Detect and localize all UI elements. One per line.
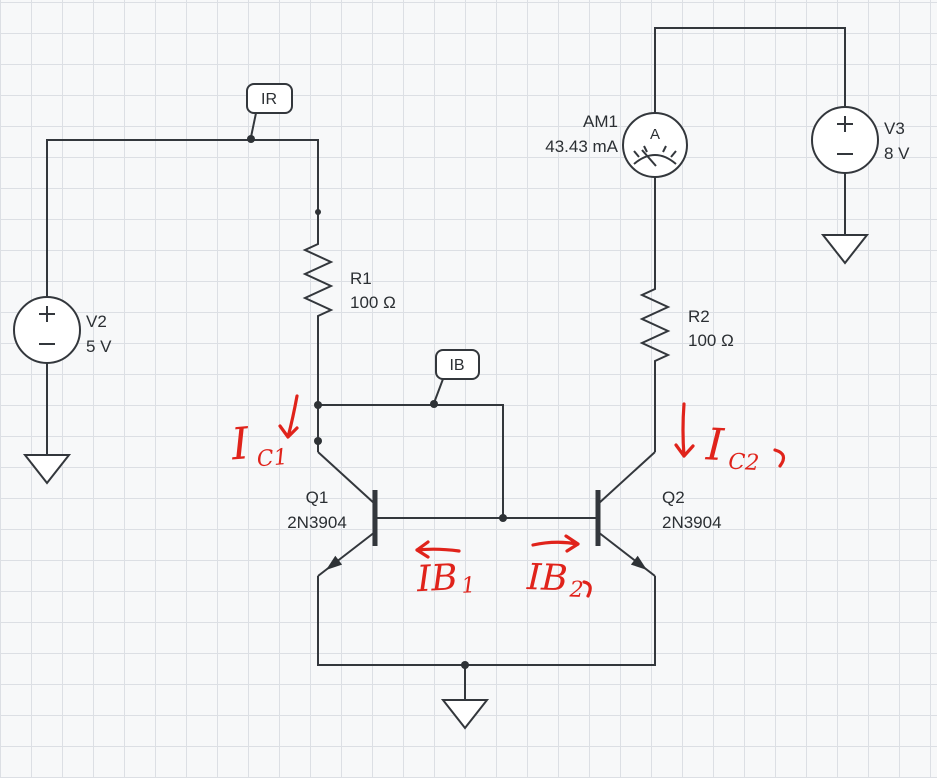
ic1-text: I C1 xyxy=(228,415,288,475)
q2-transistor: Q2 2N3904 xyxy=(503,451,722,577)
q1-label: Q1 xyxy=(306,488,329,507)
am1-ammeter: A AM1 43.43 mA xyxy=(545,112,688,178)
ground-icon xyxy=(22,454,72,485)
v2-ground xyxy=(22,454,72,485)
v2-source: V2 5 V xyxy=(13,296,112,364)
r2-label: R2 xyxy=(688,307,710,326)
ir-probe: IR xyxy=(246,83,293,138)
v3-source: V3 8 V xyxy=(811,106,910,174)
ic2-sub: C2 xyxy=(728,449,760,476)
r1-label: R1 xyxy=(350,269,372,288)
junction-dots xyxy=(247,135,507,669)
q1-emitter-arrow xyxy=(326,555,343,570)
wire-network xyxy=(46,27,846,700)
r2-value: 100 Ω xyxy=(688,331,734,350)
meter-ticks xyxy=(633,145,677,158)
plus-icon xyxy=(837,116,853,132)
am1-reading: 43.43 mA xyxy=(545,137,618,156)
annotation-ib2: IB 2 xyxy=(525,534,592,603)
r1-value: 100 Ω xyxy=(350,293,396,312)
v2-label: V2 xyxy=(86,312,107,331)
ir-probe-label: IR xyxy=(261,91,277,108)
annotation-ib1: IB 1 xyxy=(415,540,476,601)
ic2-arrow-down-icon xyxy=(674,402,695,458)
ib-probe-label: IB xyxy=(449,357,464,374)
v3-value: 8 V xyxy=(884,144,910,163)
ib1-arrow-left-icon xyxy=(415,540,461,559)
ic1-main: I xyxy=(228,418,252,471)
ib1-main: IB xyxy=(415,557,459,600)
ic2-flourish xyxy=(773,448,786,468)
am1-label: AM1 xyxy=(583,112,618,131)
r2-resistor: R2 100 Ω xyxy=(639,285,734,365)
q2-part: 2N3904 xyxy=(662,513,722,532)
ib2-main: IB xyxy=(525,557,568,599)
meter-needle xyxy=(641,149,657,167)
ground-icon xyxy=(820,234,870,265)
annotation-ic2: I C2 xyxy=(674,402,786,476)
v2-value: 5 V xyxy=(86,337,112,356)
ammeter-dial-icon: A xyxy=(650,126,660,143)
q2-label: Q2 xyxy=(662,488,685,507)
q2-emitter-arrow xyxy=(630,555,647,570)
q1-part: 2N3904 xyxy=(287,513,347,532)
ib2-flourish xyxy=(582,580,592,598)
ic1-arrow-down-icon xyxy=(278,394,299,439)
annotation-ic1: I C1 xyxy=(228,394,299,475)
ib1-text: IB 1 xyxy=(415,556,476,601)
ib1-sub: 1 xyxy=(461,573,476,599)
emitter-ground xyxy=(440,699,490,730)
ic2-main: I xyxy=(704,419,727,471)
ic1-sub: C1 xyxy=(256,445,289,473)
ib2-text: IB 2 xyxy=(525,557,585,603)
v3-ground xyxy=(820,234,870,265)
v3-label: V3 xyxy=(884,119,905,138)
ic2-text: I C2 xyxy=(704,419,762,476)
ib2-arrow-right-icon xyxy=(531,534,580,553)
ib2-sub: 2 xyxy=(568,577,584,603)
r1-resistor: R1 100 Ω xyxy=(302,240,396,320)
ib-probe: IB xyxy=(433,349,480,404)
q1-transistor: Q1 2N3904 xyxy=(287,451,503,577)
ground-icon xyxy=(440,699,490,730)
meter-scale-arc xyxy=(633,154,677,165)
plus-icon xyxy=(39,306,55,322)
